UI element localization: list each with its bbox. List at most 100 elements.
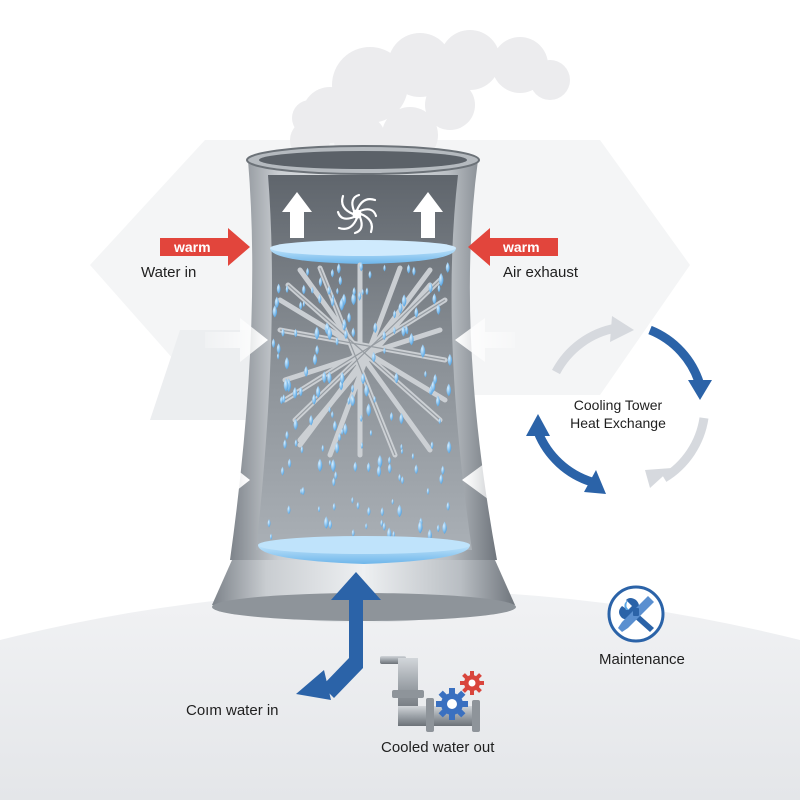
water-droplet	[287, 458, 292, 468]
air-exhaust-label: Air exhaust	[503, 264, 579, 281]
water-in-label: Water in	[141, 264, 197, 281]
water-droplet	[439, 474, 443, 485]
warm-label-right: warm	[503, 239, 540, 255]
water-droplet	[414, 464, 419, 475]
water-droplet	[340, 428, 344, 436]
water-droplet	[433, 374, 438, 385]
water-droplet	[339, 297, 345, 311]
updraft-arrow-left	[282, 192, 312, 238]
air-intake-arrow-right-lower	[462, 458, 528, 502]
water-droplet	[356, 501, 360, 510]
water-droplet	[364, 384, 369, 397]
water-droplet	[282, 394, 286, 403]
water-droplet	[327, 285, 331, 296]
updraft-arrow-right	[413, 192, 443, 238]
water-droplet	[351, 292, 356, 306]
water-droplet	[302, 300, 305, 308]
water-droplet	[333, 420, 337, 432]
water-droplet	[446, 501, 450, 511]
water-droplet	[391, 498, 394, 505]
water-droplet	[438, 273, 444, 287]
water-droplet	[302, 284, 306, 295]
water-droplet	[321, 444, 325, 453]
water-droplet	[400, 476, 404, 485]
water-droplet	[317, 293, 322, 304]
water-droplet	[369, 429, 373, 437]
water-droplet	[414, 307, 419, 318]
water-droplet	[365, 287, 369, 296]
water-droplet	[394, 372, 399, 384]
water-droplet	[328, 519, 332, 530]
water-droplet	[276, 343, 281, 354]
air-intake-arrows	[180, 318, 528, 502]
water-droplet	[382, 331, 386, 341]
water-droplet	[300, 445, 304, 454]
water-droplet	[285, 285, 289, 294]
cooled-water-out-label: Cooled water out	[381, 739, 495, 756]
water-droplet	[392, 530, 396, 539]
water-droplet	[359, 261, 363, 272]
water-droplet	[424, 370, 427, 378]
water-droplet	[285, 430, 289, 440]
water-droplet	[330, 296, 335, 307]
water-droplet	[272, 305, 278, 318]
water-droplet	[315, 344, 319, 355]
water-droplet	[382, 522, 386, 531]
water-droplet	[420, 344, 426, 358]
water-droplet	[351, 395, 355, 406]
water-droplet	[352, 286, 356, 296]
water-droplet	[398, 302, 403, 314]
water-droplet	[367, 506, 371, 516]
cycle-arc-right-blue	[648, 325, 705, 387]
cycle-arrowheads	[526, 316, 712, 494]
water-droplet	[430, 441, 434, 450]
water-droplet	[411, 452, 415, 460]
water-droplet	[342, 324, 345, 331]
water-droplet	[287, 505, 291, 515]
water-droplet	[361, 288, 364, 296]
water-droplet	[317, 458, 323, 472]
water-droplet	[412, 266, 416, 276]
water-droplet	[436, 304, 441, 315]
water-droplet	[301, 486, 305, 496]
water-droplet	[447, 353, 453, 366]
water-droplet	[373, 322, 378, 333]
water-droplet	[340, 372, 345, 385]
water-droplet	[368, 270, 372, 279]
water-droplet	[327, 327, 332, 341]
water-droplet	[409, 333, 414, 346]
water-droplet	[371, 351, 376, 363]
cycle-label-line1: Cooling Tower	[573, 397, 663, 413]
cycle-arc-right-gray	[661, 417, 709, 482]
water-droplet	[276, 353, 280, 360]
heat-exchange-cycle	[533, 323, 709, 487]
water-droplet	[428, 282, 433, 293]
water-droplet	[389, 412, 394, 422]
water-droplet	[283, 439, 287, 450]
water-droplet	[280, 466, 285, 476]
water-droplet	[343, 423, 348, 435]
water-droplet	[442, 521, 447, 534]
water-droplet	[436, 524, 440, 533]
water-droplet	[383, 264, 386, 272]
water-droplet	[306, 267, 310, 276]
water-droplet	[360, 442, 364, 449]
warm-arrow-left	[160, 228, 250, 266]
water-droplet	[284, 356, 290, 370]
water-droplet	[359, 414, 363, 422]
water-droplet	[350, 384, 354, 393]
water-droplet	[446, 440, 452, 454]
water-droplet	[365, 522, 368, 530]
water-droplet	[380, 507, 384, 517]
water-droplet	[347, 312, 351, 323]
water-droplet	[347, 397, 351, 405]
wrench-screwdriver-icon	[607, 585, 665, 643]
water-droplet	[312, 353, 318, 366]
water-droplet	[336, 287, 339, 295]
water-droplet	[314, 326, 320, 340]
water-droplet	[328, 459, 332, 466]
updraft-arrows	[282, 192, 443, 238]
warm-label-left: warm	[174, 239, 211, 255]
water-droplet	[405, 325, 409, 334]
